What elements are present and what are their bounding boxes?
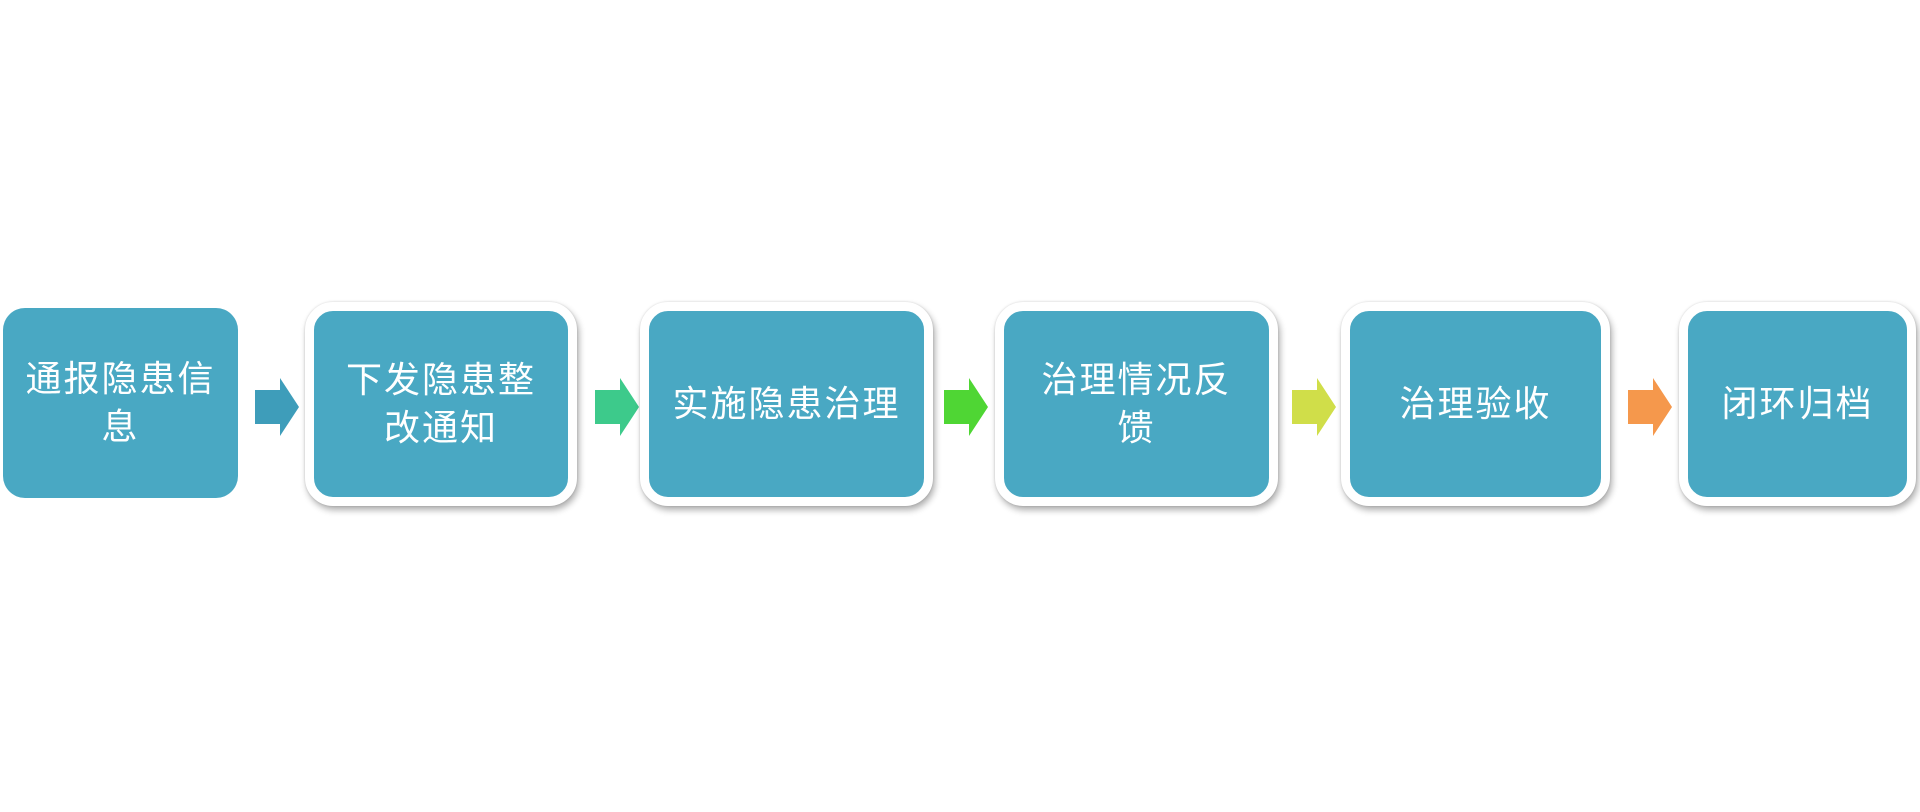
flow-step-1: 通报隐患信 息 [3, 308, 238, 498]
flow-step-4-label: 治理情况反 馈 [1041, 360, 1232, 448]
flow-step-5: 治理验收 [1341, 302, 1610, 506]
flow-arrow-3-right-arrow-icon [944, 378, 988, 436]
flow-arrow-2-right-arrow-icon [595, 378, 639, 436]
flow-step-1-label: 通报隐患信 息 [25, 359, 216, 447]
flow-step-3-label: 实施隐患治理 [672, 384, 901, 424]
flow-step-6-label: 闭环归档 [1721, 384, 1874, 424]
flow-step-5-label: 治理验收 [1399, 384, 1552, 424]
flow-arrow-5-right-arrow-icon [1628, 378, 1672, 436]
flow-arrow-4-right-arrow-icon [1292, 378, 1336, 436]
flow-step-2: 下发隐患整 改通知 [305, 302, 577, 506]
flow-step-4: 治理情况反 馈 [995, 302, 1278, 506]
flow-step-6: 闭环归档 [1679, 302, 1916, 506]
flow-step-2-label: 下发隐患整 改通知 [345, 360, 536, 448]
flow-arrow-1-right-arrow-icon [255, 378, 299, 436]
flow-step-3: 实施隐患治理 [640, 302, 933, 506]
